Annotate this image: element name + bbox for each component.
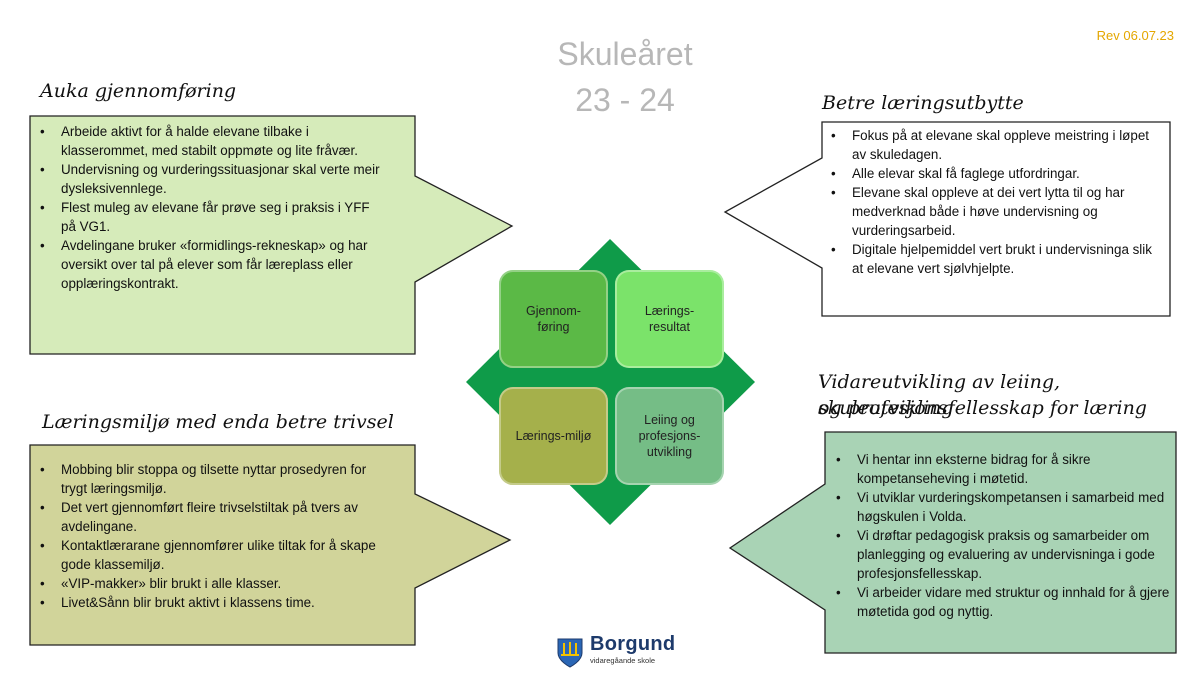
list-item: Digitale hjelpemiddel vert brukt i under… (825, 240, 1165, 278)
list-top-left: Arbeide aktivt for å halde elevane tilba… (34, 122, 384, 293)
list-item: Vi drøftar pedagogisk praksis og samarbe… (830, 526, 1172, 583)
list-item: Vi arbeider vidare med struktur og innha… (830, 583, 1172, 621)
list-item-text: Arbeide aktivt for å halde elevane tilba… (61, 124, 358, 158)
list-item: Vi hentar inn eksterne bidrag for å sikr… (830, 450, 1172, 488)
heading-top-right: Betre læringsutbytte (822, 92, 1024, 114)
heading-top-left: Auka gjennomføring (40, 80, 237, 102)
heading-bottom-left: Læringsmiljø med enda betre trivsel (42, 411, 394, 433)
list-item-text: Elevane skal oppleve at dei vert lytta t… (852, 185, 1125, 238)
list-item-text: Alle elevar skal få faglege utfordringar… (852, 166, 1080, 181)
list-item: «VIP-makker» blir brukt i alle klasser. (34, 574, 386, 593)
tile-label: Gjennom- føring (526, 304, 581, 334)
list-item: Alle elevar skal få faglege utfordringar… (825, 164, 1165, 183)
tile-label: Lærings- resultat (644, 304, 695, 334)
list-item-text: Fokus på at elevane skal oppleve meistri… (852, 128, 1149, 162)
list-item: Det vert gjennomført fleire trivselstilt… (34, 498, 386, 536)
list-item-text: Flest muleg av elevane får prøve seg i p… (61, 200, 370, 234)
list-item-text: Livet&Sånn blir brukt aktivt i klassens … (61, 595, 315, 610)
tile-laeringsmiljo: Lærings-miljø (499, 387, 608, 485)
list-item: Mobbing blir stoppa og tilsette nyttar p… (34, 460, 386, 498)
list-item-text: Digitale hjelpemiddel vert brukt i under… (852, 242, 1152, 276)
tile-leiing: Leiing og profesjons- utvikling (615, 387, 724, 485)
tile-label: Leiing og profesjons- utvikling (638, 413, 701, 459)
page-title-line1: Skuleåret (557, 36, 693, 72)
list-item: Vi utviklar vurderingskompetansen i sama… (830, 488, 1172, 526)
list-item: Elevane skal oppleve at dei vert lytta t… (825, 183, 1165, 240)
list-item: Undervisning og vurderingssituasjonar sk… (34, 160, 384, 198)
list-item-text: Det vert gjennomført fleire trivselstilt… (61, 500, 358, 534)
revision-label: Rev 06.07.23 (1096, 28, 1174, 43)
tile-gjennomforing: Gjennom- føring (499, 270, 608, 368)
list-item-text: «VIP-makker» blir brukt i alle klasser. (61, 576, 282, 591)
list-bottom-right: Vi hentar inn eksterne bidrag for å sikr… (830, 450, 1172, 621)
list-item-text: Vi hentar inn eksterne bidrag for å sikr… (857, 452, 1091, 486)
list-item-text: Avdelingane bruker «formidlings-rekneska… (61, 238, 368, 291)
list-item: Livet&Sånn blir brukt aktivt i klassens … (34, 593, 386, 612)
list-item-text: Vi drøftar pedagogisk praksis og samarbe… (857, 528, 1155, 581)
list-item: Avdelingane bruker «formidlings-rekneska… (34, 236, 384, 293)
list-item-text: Mobbing blir stoppa og tilsette nyttar p… (61, 462, 367, 496)
list-item-text: Undervisning og vurderingssituasjonar sk… (61, 162, 380, 196)
logo-name: Borgund (590, 633, 676, 655)
logo-subtitle: vidaregåande skole (590, 656, 656, 665)
list-top-right: Fokus på at elevane skal oppleve meistri… (825, 126, 1165, 278)
heading-bottom-right-line1: Vidareutvikling av leiing, skuleutviklin… (818, 371, 1061, 419)
list-item: Flest muleg av elevane får prøve seg i p… (34, 198, 384, 236)
list-item-text: Vi utviklar vurderingskompetansen i sama… (857, 490, 1165, 524)
tile-laeringsresultat: Lærings- resultat (615, 270, 724, 368)
list-item: Arbeide aktivt for å halde elevane tilba… (34, 122, 384, 160)
heading-bottom-right-line2: og profesjonsfellesskap for læring (818, 397, 1147, 419)
list-item: Kontaktlærarane gjennomfører ulike tilta… (34, 536, 386, 574)
list-bottom-left: Mobbing blir stoppa og tilsette nyttar p… (34, 460, 386, 612)
tile-label: Lærings-miljø (515, 429, 592, 443)
page-title-line2: 23 - 24 (575, 82, 675, 118)
shield-crest-icon (557, 638, 583, 668)
list-item-text: Vi arbeider vidare med struktur og innha… (857, 585, 1170, 619)
list-item-text: Kontaktlærarane gjennomfører ulike tilta… (61, 538, 376, 572)
list-item: Fokus på at elevane skal oppleve meistri… (825, 126, 1165, 164)
